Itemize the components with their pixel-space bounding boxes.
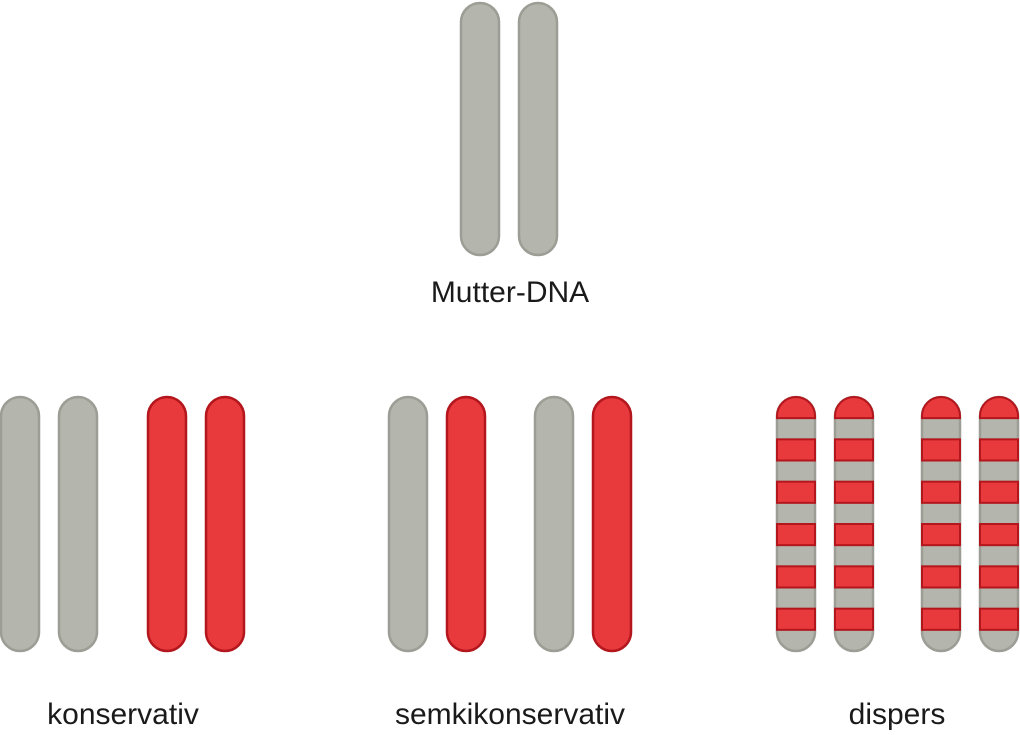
- new-segment: [979, 438, 1019, 462]
- new-segment: [979, 396, 1019, 420]
- new-segment: [979, 565, 1019, 589]
- konservativ-strand: [146, 395, 188, 653]
- semikonservativ-strand: [533, 395, 575, 653]
- new-segment: [834, 396, 874, 420]
- semiconservative-label: semkikonservativ: [394, 698, 626, 731]
- semikonservativ-strand: [591, 395, 633, 653]
- new-segment: [979, 607, 1019, 631]
- new-segment: [834, 438, 874, 462]
- new-segment: [979, 523, 1019, 547]
- new-segment: [776, 607, 816, 631]
- parent-strand: [459, 1, 501, 257]
- new-segment: [979, 480, 1019, 504]
- new-segment: [834, 480, 874, 504]
- new-segment: [921, 523, 961, 547]
- semikonservativ-strand: [387, 395, 429, 653]
- new-segment: [834, 565, 874, 589]
- dispers-strand: [978, 395, 1020, 653]
- new-segment: [776, 396, 816, 420]
- new-segment: [834, 523, 874, 547]
- new-segment: [776, 438, 816, 462]
- new-segment: [776, 480, 816, 504]
- konservativ-strand: [0, 395, 41, 653]
- parent-strand: [517, 1, 559, 257]
- new-segment: [921, 565, 961, 589]
- konservativ-strand: [57, 395, 99, 653]
- dispers-strand: [833, 395, 875, 653]
- semikonservativ-strand: [445, 395, 487, 653]
- new-segment: [921, 480, 961, 504]
- new-segment: [776, 565, 816, 589]
- new-segment: [921, 438, 961, 462]
- new-segment: [776, 523, 816, 547]
- dispers-strand: [920, 395, 962, 653]
- conservative-label: konservativ: [47, 698, 199, 731]
- parent-dna-label: Mutter-DNA: [430, 276, 590, 309]
- new-segment: [921, 396, 961, 420]
- konservativ-strand: [204, 395, 246, 653]
- dispersive-label: dispers: [848, 698, 946, 731]
- dispers-strand: [775, 395, 817, 653]
- new-segment: [921, 607, 961, 631]
- new-segment: [834, 607, 874, 631]
